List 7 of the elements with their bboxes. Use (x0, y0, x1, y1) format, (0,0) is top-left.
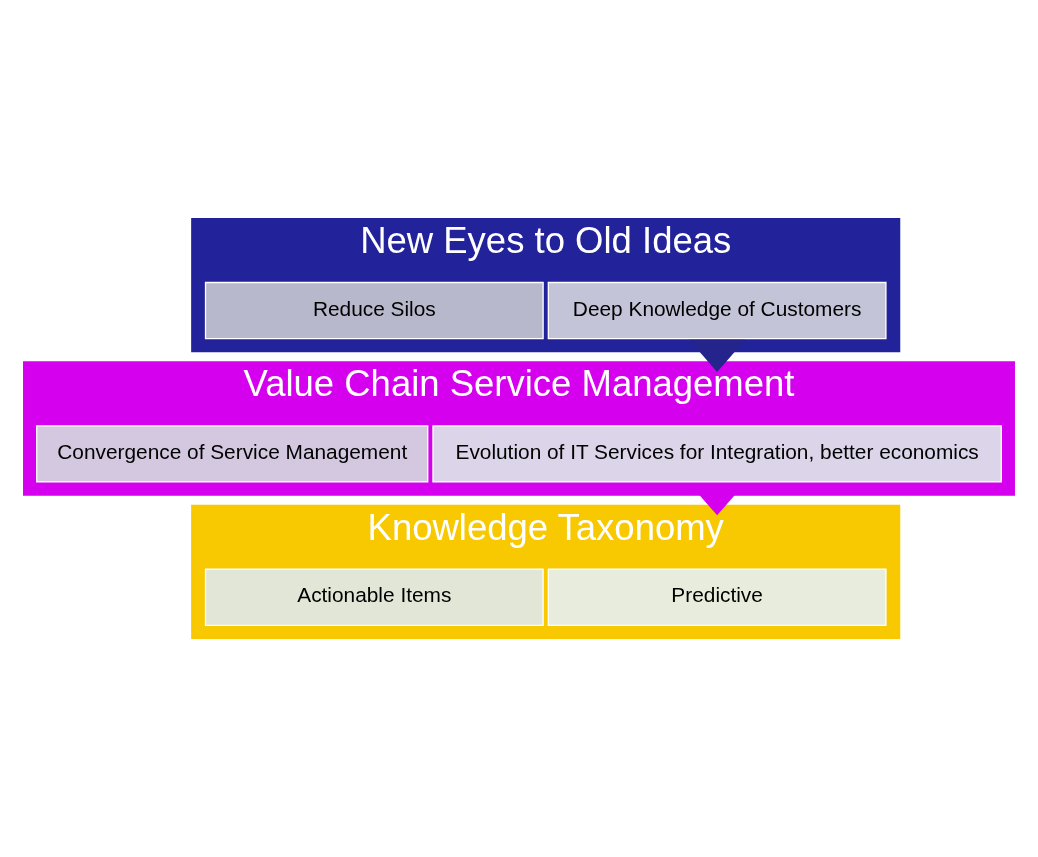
node-box: Reduce Silos (204, 281, 544, 340)
arrow (689, 339, 746, 372)
node-box: Convergence of Service Management (36, 425, 429, 483)
node-box: Actionable Items (204, 568, 544, 626)
node-box: Evolution of IT Services for Integration, better economics (432, 425, 1002, 483)
node-box: Predictive (547, 568, 887, 626)
node-box: Deep Knowledge of Customers (547, 281, 887, 340)
